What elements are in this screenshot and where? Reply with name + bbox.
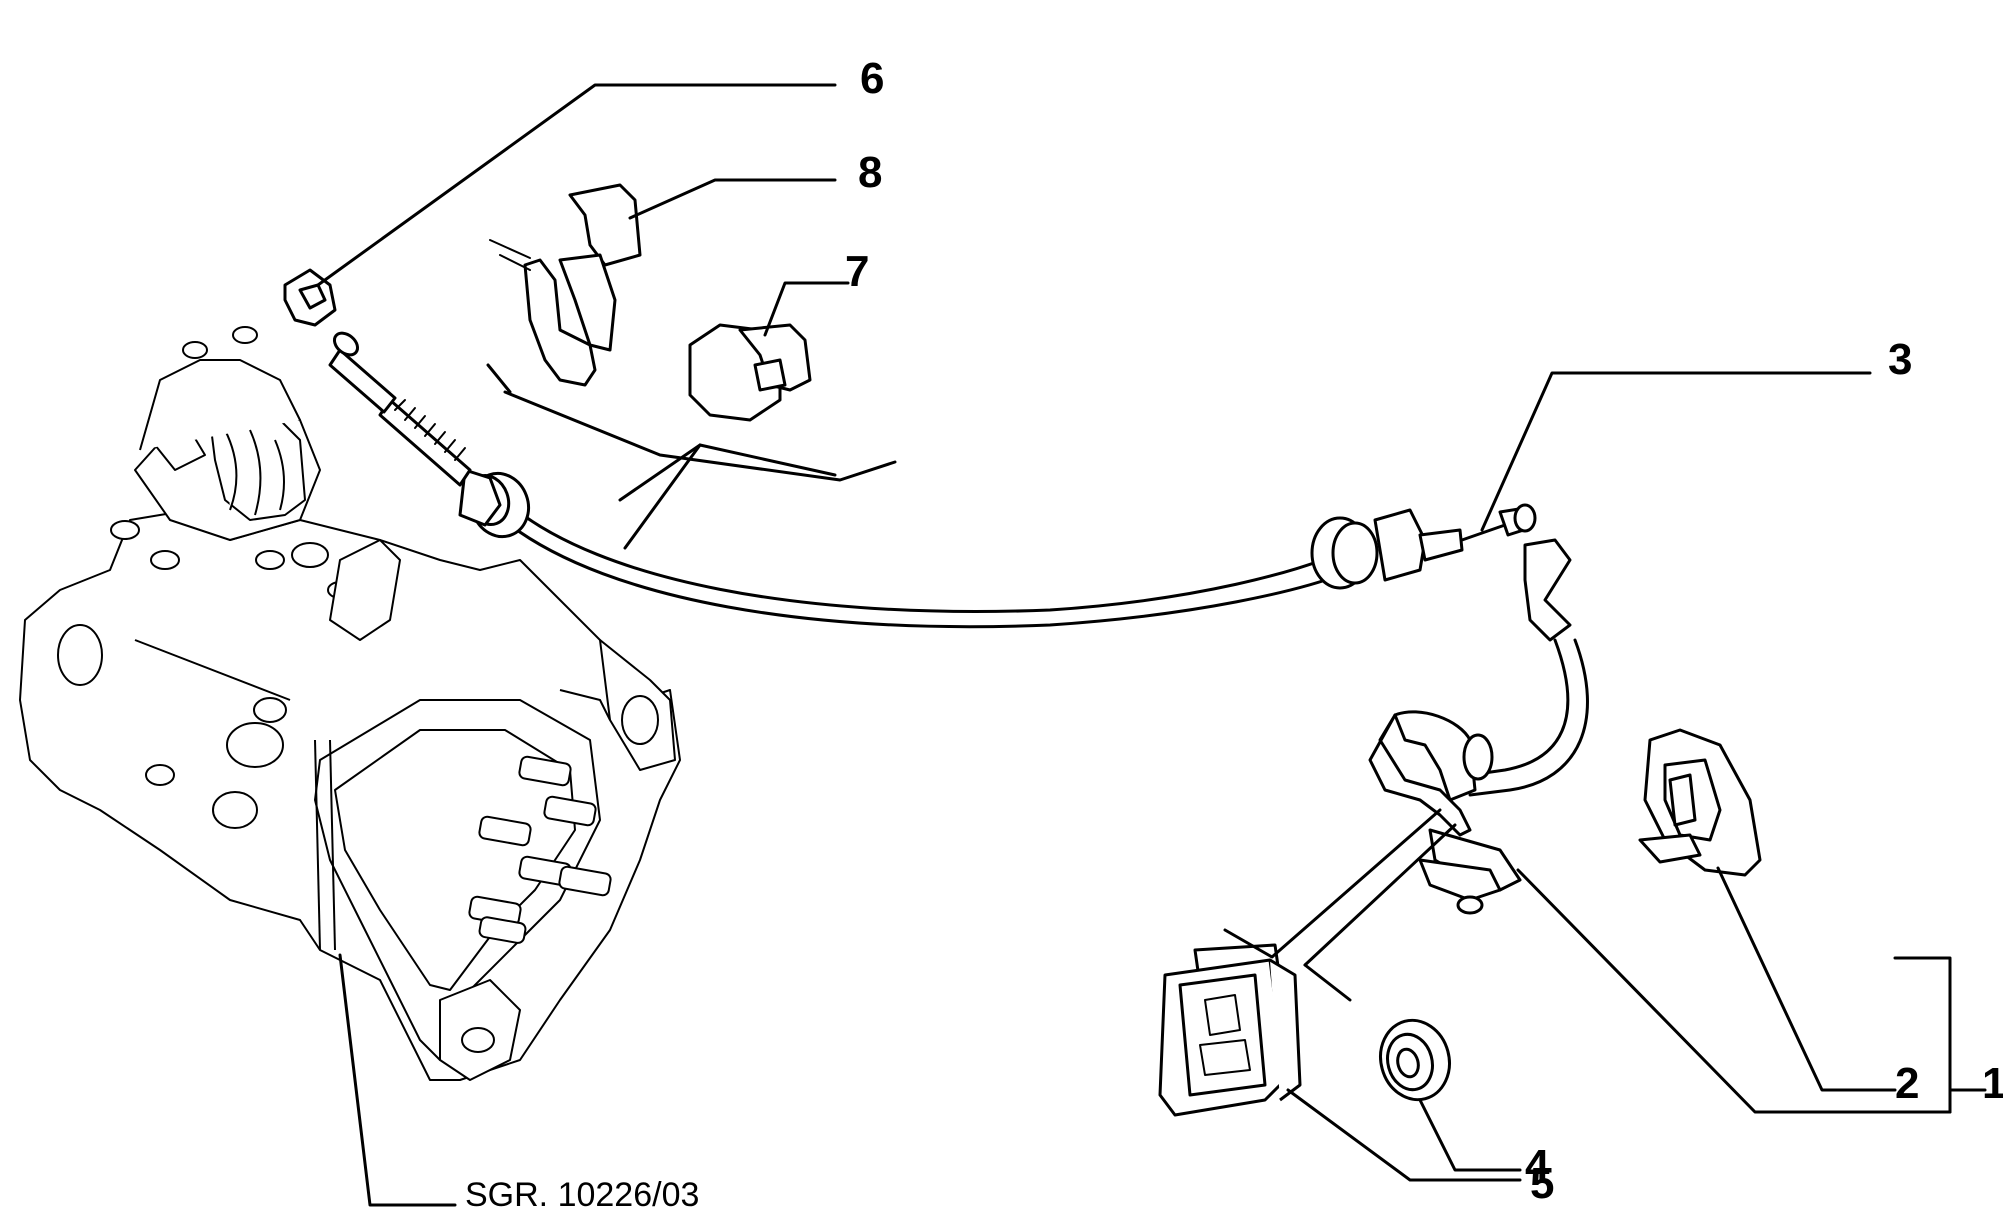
part-6-clip <box>283 268 337 327</box>
callout-4: 4 <box>1525 1141 1550 1190</box>
reference-label: SGR. 10226/03 <box>465 1176 699 1210</box>
part-8-bracket <box>486 183 897 482</box>
part-7-clip <box>688 323 812 422</box>
injection-pump-drawing <box>19 326 681 1081</box>
part-2-cover <box>1638 728 1762 877</box>
callout-6: 6 <box>860 54 884 103</box>
callout-3: 3 <box>1888 335 1912 384</box>
callout-5: 5 <box>1530 1159 1554 1208</box>
callout-8: 8 <box>858 148 882 197</box>
callout-2: 2 <box>1895 1059 1919 1108</box>
part-5-pad <box>1158 943 1302 1117</box>
callout-1: 1 <box>1982 1059 2003 1108</box>
part-4-nut <box>1379 1018 1451 1102</box>
callout-7: 7 <box>845 247 869 296</box>
leader-lines <box>316 83 1987 1207</box>
throttle-cable-drawing <box>328 331 1589 915</box>
